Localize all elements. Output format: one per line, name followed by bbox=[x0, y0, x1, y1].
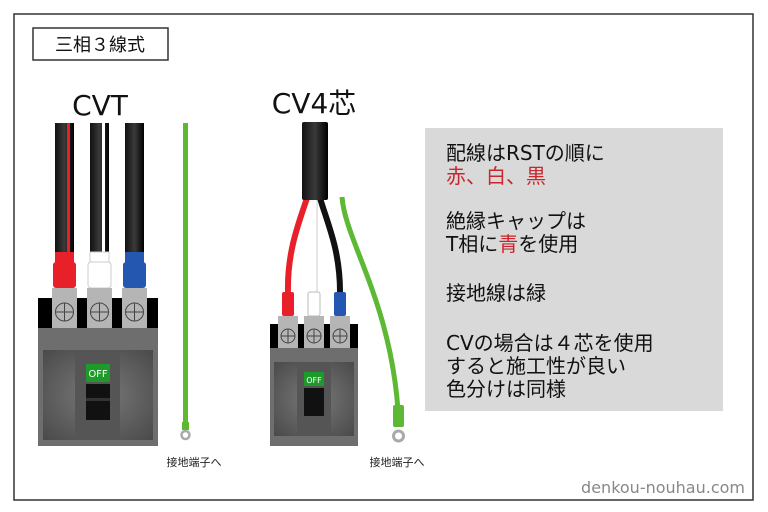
cv4-ground-terminal bbox=[392, 405, 405, 443]
note-cv-2: すると施工性が良い bbox=[446, 354, 626, 378]
cvt-insulation-caps bbox=[53, 251, 146, 289]
cv4-ground-label: 接地端子へ bbox=[370, 456, 425, 469]
note-ground: 接地線は緑 bbox=[446, 281, 546, 305]
cvt-heading: CVT bbox=[72, 89, 129, 122]
note-t-phase: T相に青を使用 bbox=[445, 232, 578, 256]
cvt-cables bbox=[55, 123, 144, 258]
note-cap: 絶縁キャップは bbox=[446, 209, 586, 233]
title-box: 三相３線式 bbox=[32, 27, 169, 61]
cvt-ground-wire bbox=[180, 123, 191, 441]
cv4-breaker: OFF bbox=[270, 316, 358, 446]
cv4-switch-label: OFF bbox=[306, 376, 322, 385]
notes-box: 配線はRSTの順に 赤、白、黒 絶縁キャップは T相に青を使用 接地線は緑 CV… bbox=[425, 128, 723, 411]
cv4-cable bbox=[284, 122, 401, 411]
note-colors: 赤、白、黒 bbox=[446, 164, 546, 188]
note-cv-1: CVの場合は４芯を使用 bbox=[446, 331, 654, 355]
cvt-ground-label: 接地端子へ bbox=[167, 456, 222, 469]
note-t-phase-c: を使用 bbox=[518, 232, 578, 256]
cvt-breaker: OFF bbox=[38, 288, 158, 446]
title: 三相３線式 bbox=[55, 35, 145, 56]
cv4-insulation-caps bbox=[282, 291, 346, 317]
cvt-switch-label: OFF bbox=[88, 369, 108, 380]
note-cv-3: 色分けは同様 bbox=[446, 377, 566, 401]
note-wiring-order: 配線はRSTの順に bbox=[446, 141, 605, 165]
note-t-phase-blue: 青 bbox=[498, 232, 518, 256]
note-t-phase-a: T相に bbox=[445, 232, 498, 256]
watermark: denkou-nouhau.com bbox=[581, 478, 745, 497]
cv4-heading: CV4芯 bbox=[272, 87, 357, 120]
